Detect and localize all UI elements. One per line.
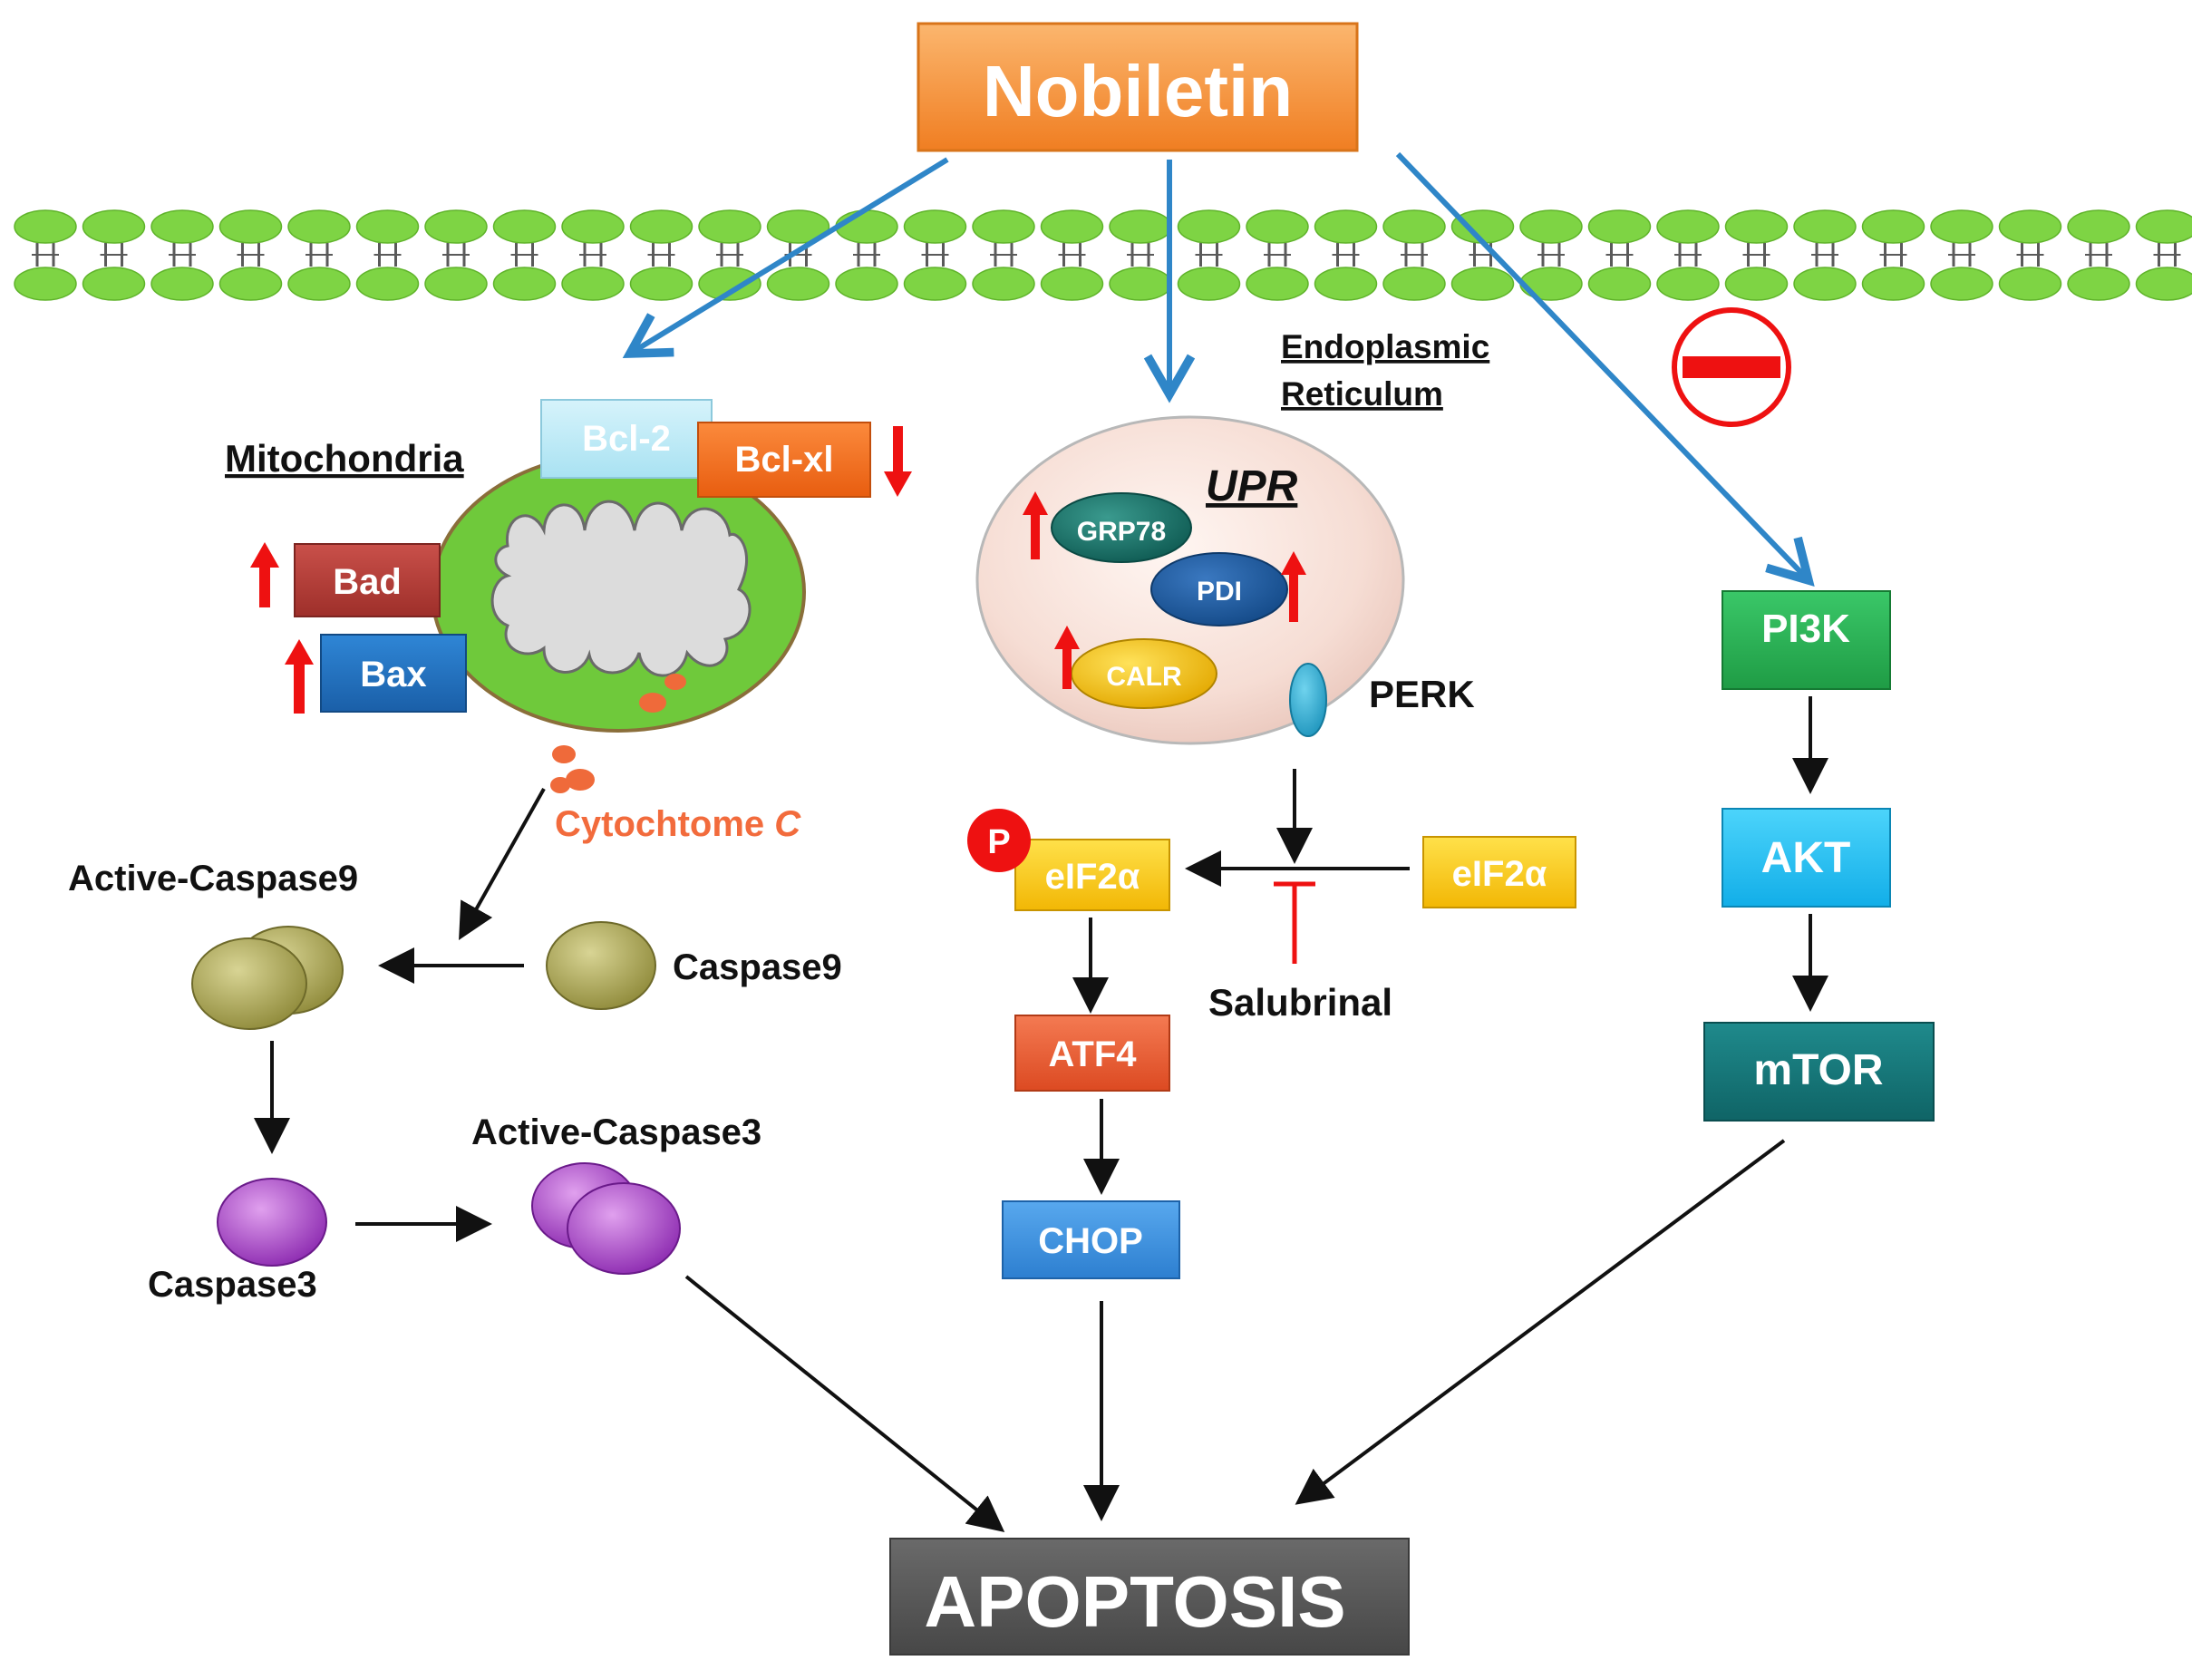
- lipid-unit: [1519, 209, 1583, 301]
- bad-label: Bad: [333, 562, 402, 602]
- up-arrow-icon: [1281, 551, 1306, 622]
- mtor-box: mTOR: [1703, 1022, 1935, 1122]
- upr-label: UPR: [1206, 462, 1298, 510]
- lipid-unit: [2135, 209, 2192, 301]
- lipid-unit: [1656, 209, 1720, 301]
- lipid-unit: [287, 209, 351, 301]
- salubrinal-label: Salubrinal: [1208, 981, 1392, 1024]
- atf4-box: ATF4: [1014, 1015, 1170, 1092]
- bad-box: Bad: [294, 543, 441, 617]
- lipid-unit: [492, 209, 557, 301]
- lipid-unit: [698, 209, 761, 301]
- arrow-mtor-to-apoptosis: [1295, 1139, 1786, 1505]
- lipid-unit: [355, 209, 420, 301]
- up-arrow-icon: [285, 639, 314, 714]
- mitochondria-title: Mitochondria: [225, 437, 464, 480]
- calr-label: CALR: [1106, 662, 1182, 692]
- up-arrow-icon: [250, 542, 279, 607]
- perk-receptor: [1289, 663, 1327, 737]
- cytochrome-c-dots: [550, 745, 595, 793]
- akt-box: AKT: [1722, 808, 1891, 908]
- lipid-unit: [218, 209, 283, 301]
- lipid-unit: [14, 209, 77, 301]
- up-arrow-icon: [1023, 491, 1048, 559]
- active-caspase3: [531, 1162, 681, 1275]
- lipid-unit: [1177, 209, 1241, 301]
- chop-label: CHOP: [1038, 1221, 1143, 1261]
- caspase9-label: Caspase9: [673, 947, 842, 987]
- eif2a-unphosphorylated-box: eIF2α: [1422, 836, 1576, 908]
- pi3k-box: PI3K: [1722, 590, 1891, 690]
- lipid-unit: [1382, 209, 1446, 301]
- er-title-line2: Reticulum: [1281, 375, 1443, 413]
- grp78: GRP78: [1051, 492, 1192, 563]
- cell-membrane: [14, 209, 2192, 301]
- lipid-unit: [150, 209, 214, 301]
- up-arrow-icon: [1054, 626, 1080, 689]
- lipid-unit: [82, 209, 146, 301]
- lipid-unit: [972, 209, 1035, 301]
- arrow-cyto-to-caspase9: [459, 788, 546, 940]
- inhibition-icon: [1672, 307, 1791, 427]
- lipid-unit: [1314, 209, 1378, 301]
- lipid-unit: [903, 209, 967, 301]
- bax-label: Bax: [360, 655, 426, 694]
- phospho-icon: P: [967, 809, 1031, 872]
- nobiletin-box: Nobiletin: [917, 22, 1359, 152]
- lipid-unit: [1793, 209, 1857, 301]
- apoptosis-box: APOPTOSIS: [889, 1538, 1410, 1656]
- mtor-label: mTOR: [1753, 1046, 1883, 1094]
- lipid-unit: [629, 209, 693, 301]
- lipid-unit: [1861, 209, 1925, 301]
- eif2a-label: eIF2α: [1452, 854, 1547, 894]
- bax-box: Bax: [320, 634, 467, 713]
- bcl2-label: Bcl-2: [582, 419, 671, 459]
- lipid-unit: [561, 209, 625, 301]
- active-caspase9-label: Active-Caspase9: [68, 859, 358, 898]
- perk-label: PERK: [1369, 673, 1475, 715]
- chop-box: CHOP: [1002, 1200, 1180, 1279]
- grp78-label: GRP78: [1077, 517, 1166, 547]
- salubrinal-inhibition: [1274, 881, 1315, 964]
- phospho-label: P: [987, 823, 1010, 861]
- lipid-unit: [1724, 209, 1789, 301]
- eif2a-p-label: eIF2α: [1045, 857, 1140, 897]
- lipid-unit: [1930, 209, 1993, 301]
- pdi: PDI: [1150, 552, 1288, 626]
- caspase3-label: Caspase3: [148, 1265, 317, 1305]
- arrow-to-mitochondria: [622, 157, 949, 359]
- arrow-to-pi3k: [1395, 151, 1815, 587]
- bclxl-label: Bcl-xl: [735, 440, 834, 480]
- lipid-unit: [766, 209, 830, 301]
- apoptosis-label: APOPTOSIS: [924, 1561, 1345, 1642]
- lipid-unit: [1109, 209, 1172, 301]
- eif2a-phosphorylated-box: eIF2α: [1014, 839, 1170, 911]
- er-title-line1: Endoplasmic: [1281, 328, 1489, 365]
- caspase9: [546, 921, 656, 1010]
- lipid-unit: [1040, 209, 1104, 301]
- pi3k-label: PI3K: [1761, 607, 1850, 651]
- atf4-label: ATF4: [1048, 1034, 1137, 1074]
- active-caspase9: [191, 926, 344, 1030]
- caspase3: [217, 1178, 327, 1267]
- lipid-unit: [1587, 209, 1652, 301]
- lipid-unit: [1246, 209, 1309, 301]
- arrow-caspase3-to-apoptosis: [684, 1275, 1005, 1533]
- calr: CALR: [1071, 638, 1217, 709]
- lipid-unit: [2067, 209, 2130, 301]
- cytochrome-c-label: Cytochtome C: [555, 804, 801, 844]
- lipid-unit: [1450, 209, 1515, 301]
- lipid-unit: [424, 209, 488, 301]
- down-arrow-icon: [884, 426, 912, 497]
- lipid-unit: [1998, 209, 2062, 301]
- akt-label: AKT: [1761, 834, 1851, 882]
- bcl2-box: Bcl-2: [540, 399, 713, 479]
- bclxl-box: Bcl-xl: [697, 422, 871, 498]
- nobiletin-label: Nobiletin: [983, 51, 1293, 131]
- pdi-label: PDI: [1197, 577, 1242, 607]
- active-caspase3-label: Active-Caspase3: [471, 1112, 761, 1152]
